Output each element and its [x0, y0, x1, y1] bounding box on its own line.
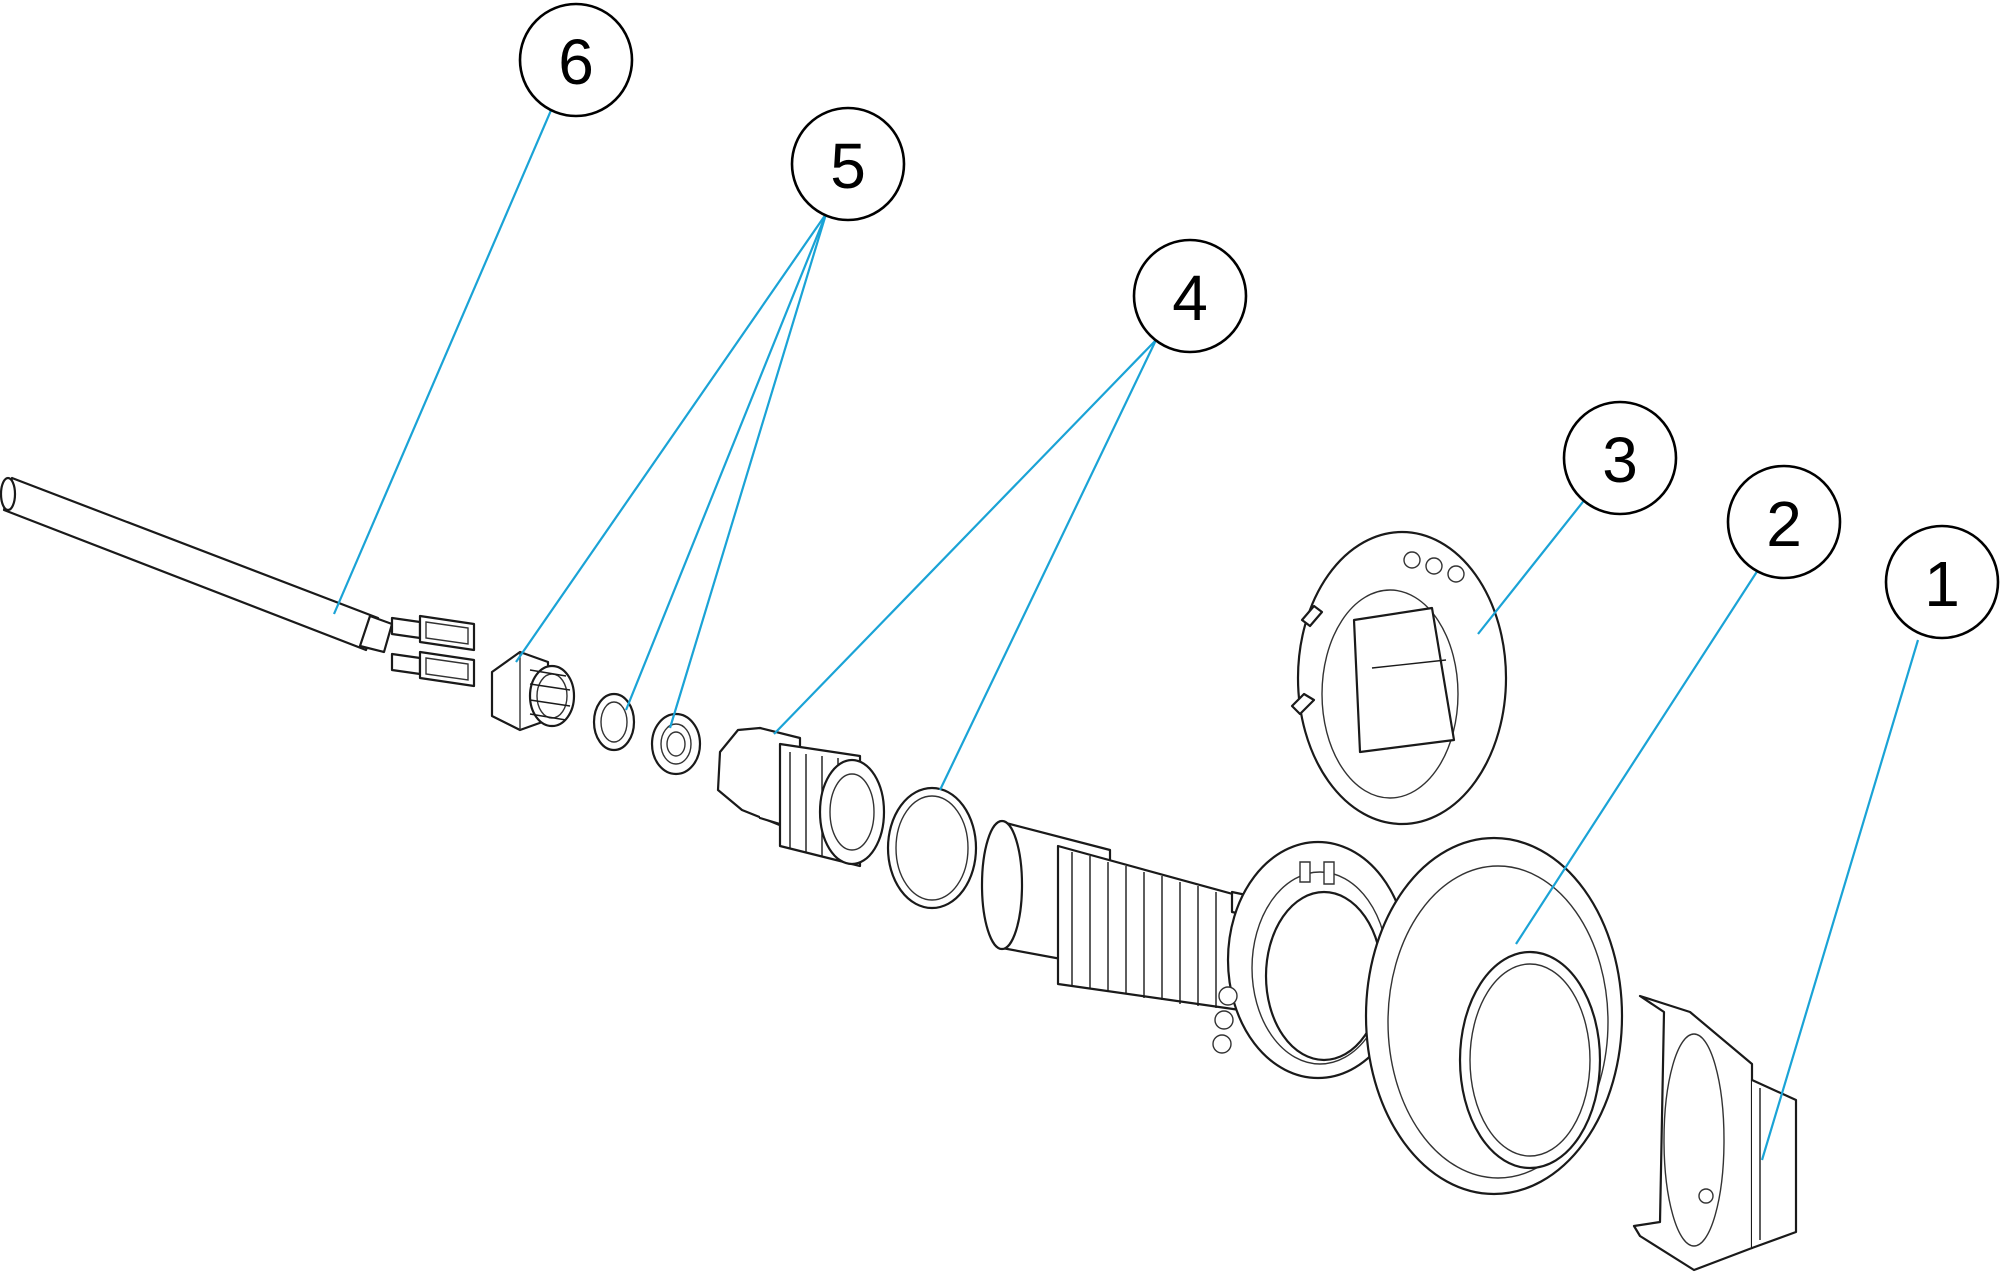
leader-2 — [1515, 569, 1759, 945]
balloon-5: 5 — [790, 106, 906, 222]
leader-5b — [624, 213, 828, 711]
balloon-4-label: 4 — [1172, 262, 1208, 334]
cable-connector-upper — [390, 614, 476, 652]
balloon-1: 1 — [1884, 524, 2000, 640]
part-4-o-ring — [886, 786, 978, 910]
leader-4a — [773, 339, 1157, 735]
balloon-3-label: 3 — [1602, 424, 1638, 496]
balloon-1-label: 1 — [1924, 548, 1960, 620]
part-3-mounting-ring — [1290, 530, 1508, 826]
balloon-2: 2 — [1726, 464, 1842, 580]
balloon-6-label: 6 — [558, 26, 594, 98]
balloon-6: 6 — [518, 2, 634, 118]
leader-3 — [1477, 497, 1587, 635]
part-4-threaded-body — [716, 726, 886, 868]
part-5-gland-assembly — [490, 650, 702, 776]
light-housing — [980, 819, 1410, 1080]
balloon-4: 4 — [1132, 238, 1248, 354]
washer-flat — [592, 692, 636, 752]
balloon-5-label: 5 — [830, 130, 866, 202]
balloon-2-label: 2 — [1766, 488, 1802, 560]
washer-seal — [650, 712, 702, 776]
leader-5c — [668, 213, 828, 729]
leader-1 — [1760, 639, 1920, 1161]
part-2-front-cover — [1364, 836, 1624, 1196]
cable-connector-lower — [390, 650, 476, 688]
leader-lines — [332, 107, 1920, 1161]
part-1-lens-clip — [1632, 994, 1798, 1272]
leader-6 — [332, 107, 554, 615]
leader-4b — [939, 339, 1157, 791]
gland-nut — [490, 650, 576, 732]
balloon-3: 3 — [1562, 400, 1678, 516]
part-6-cable — [0, 476, 476, 688]
leader-5a — [515, 213, 827, 663]
